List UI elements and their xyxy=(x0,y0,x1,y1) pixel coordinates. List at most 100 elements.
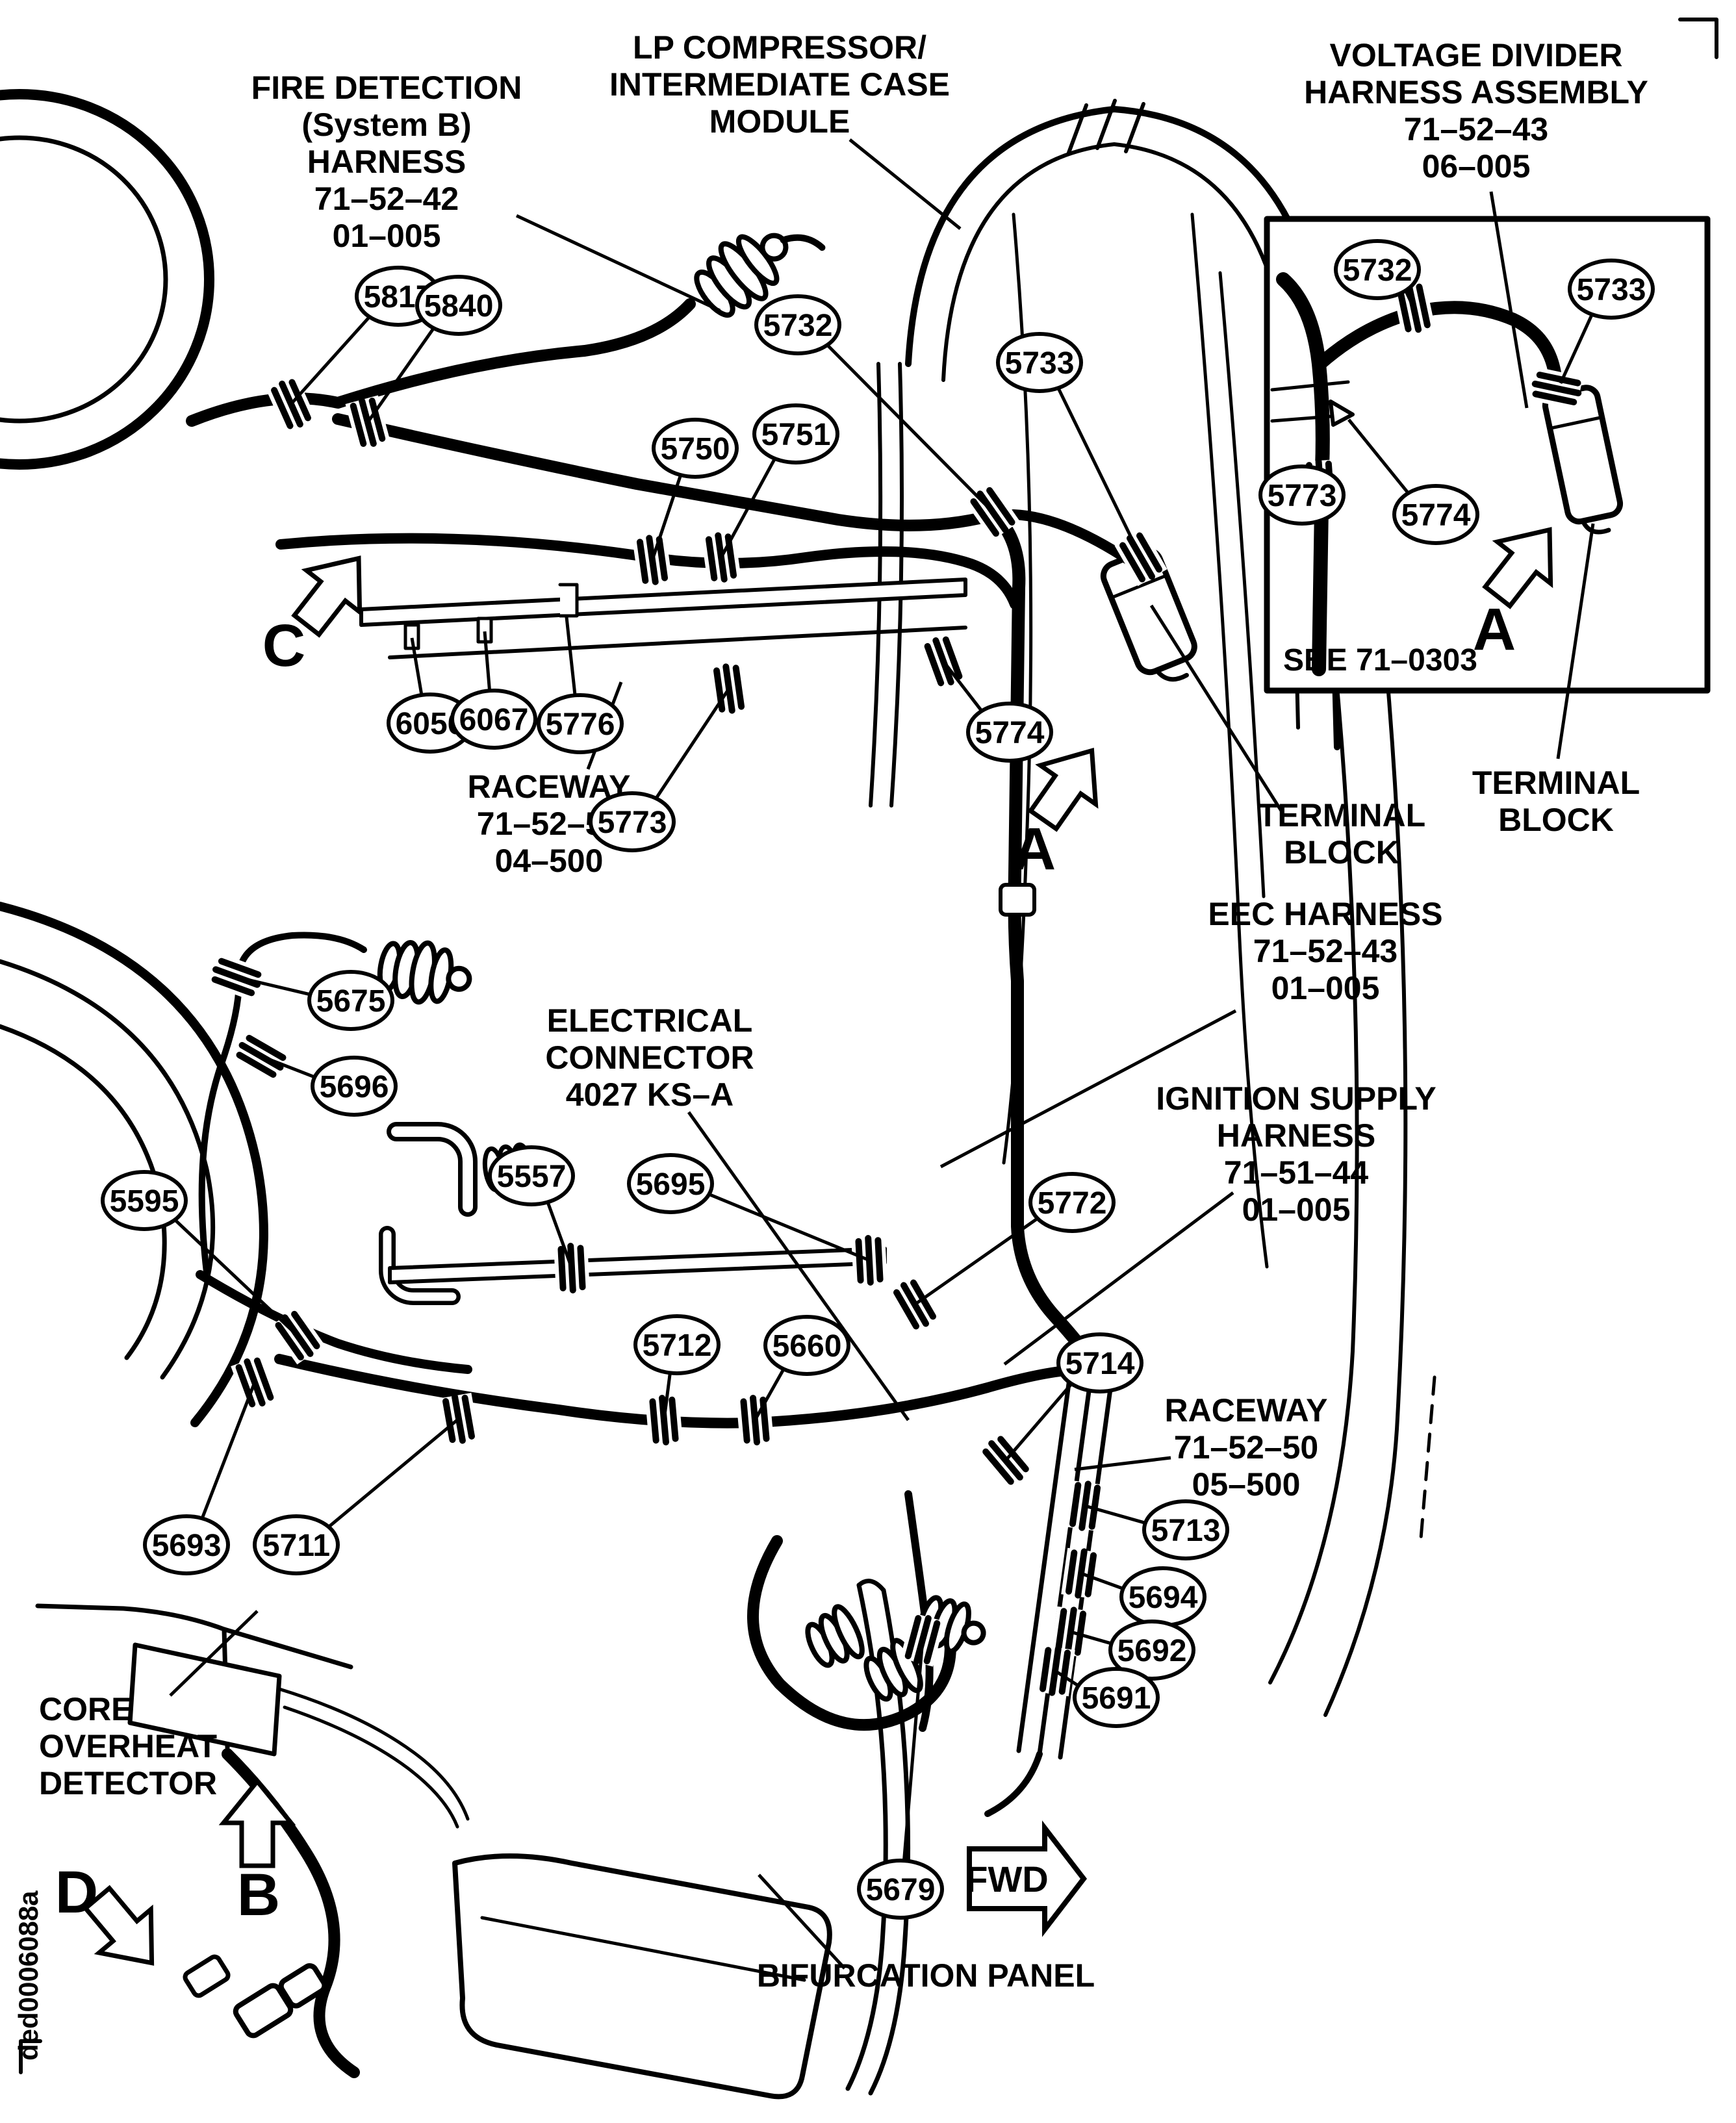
label-fire-detection-line: FIRE DETECTION xyxy=(251,70,522,106)
leader-line xyxy=(546,1202,574,1269)
leader-line xyxy=(290,316,370,405)
callout-5773: 5773 xyxy=(589,687,731,852)
callout-5776: 5776 xyxy=(537,617,624,754)
label-ignition-supply-line: IGNITION SUPPLY xyxy=(1156,1080,1436,1117)
leader-line xyxy=(1074,1456,1171,1471)
label-fire-detection-line: 01–005 xyxy=(333,218,441,254)
callout-oval xyxy=(450,689,537,750)
callout-oval xyxy=(1258,464,1346,526)
callout-number: 5595 xyxy=(110,1184,179,1219)
callout-number: 5733 xyxy=(1577,273,1646,307)
callout-number: 5732 xyxy=(763,309,833,343)
callout-number: 5772 xyxy=(1038,1186,1107,1221)
callout-number: 5774 xyxy=(1401,498,1471,533)
callout-oval xyxy=(633,1314,721,1375)
callout-number: 5713 xyxy=(1151,1514,1221,1548)
leader-line xyxy=(174,1219,299,1337)
leader-line xyxy=(1003,1191,1234,1366)
leader-line xyxy=(655,687,731,799)
label-fire-detection-line: 71–52–42 xyxy=(314,181,459,217)
callout-5774: 5774 xyxy=(1347,418,1479,545)
callout-5774: 5774 xyxy=(942,660,1053,763)
label-core-overheat-detector-line: OVERHEAT xyxy=(39,1728,217,1764)
callout-5695: 5695 xyxy=(627,1153,870,1262)
leader-line xyxy=(1559,314,1593,385)
leader-line xyxy=(758,1874,846,1970)
label-voltage-divider-line: 06–005 xyxy=(1422,148,1531,184)
leader-line xyxy=(650,476,682,561)
callout-5733: 5733 xyxy=(996,332,1143,559)
callout-number: 5695 xyxy=(636,1167,706,1202)
leader-line xyxy=(662,1374,672,1421)
label-raceway-05-line: RACEWAY xyxy=(1165,1392,1328,1429)
callout-5732: 5732 xyxy=(754,294,994,513)
leader-line xyxy=(753,1369,785,1421)
callout-oval xyxy=(311,1056,398,1117)
label-eec-harness-line: EEC HARNESS xyxy=(1208,896,1442,932)
callout-oval xyxy=(752,403,839,464)
label-ignition-supply-line: 01–005 xyxy=(1242,1191,1351,1228)
inset-art xyxy=(1270,272,1624,676)
callout-oval xyxy=(652,418,739,479)
callout-number: 5660 xyxy=(772,1329,842,1364)
callout-number: 5750 xyxy=(661,432,730,466)
corner-mark-top-right xyxy=(1678,18,1718,59)
callout-5773: 5773 xyxy=(1258,464,1346,526)
leader-line xyxy=(169,1610,259,1697)
label-fire-detection-line: (System B) xyxy=(301,107,471,143)
label-terminal-block-right-line: BLOCK xyxy=(1498,802,1614,838)
callout-5772: 5772 xyxy=(913,1172,1116,1306)
label-electrical-connector-line: ELECTRICAL xyxy=(547,1002,753,1039)
callout-5696: 5696 xyxy=(261,1054,398,1117)
callout-5595: 5595 xyxy=(101,1170,299,1337)
callout-number: 5712 xyxy=(643,1328,712,1363)
label-core-overheat-detector-line: CORE xyxy=(39,1691,133,1727)
callout-number: 5694 xyxy=(1129,1581,1198,1615)
view-letter-a: A xyxy=(1473,596,1516,663)
label-electrical-connector-line: CONNECTOR xyxy=(545,1039,754,1076)
leader-line xyxy=(913,1217,1038,1306)
callout-5732: 5732 xyxy=(1334,239,1421,309)
callout-number: 5732 xyxy=(1343,253,1412,288)
callout-oval xyxy=(253,1514,340,1575)
callout-oval xyxy=(966,702,1053,763)
callout-oval xyxy=(1028,1172,1116,1233)
leader-line xyxy=(410,637,424,694)
callout-number: 6067 xyxy=(459,703,529,737)
leader-line xyxy=(1080,1571,1124,1590)
fwd-arrow: FWD xyxy=(965,1820,1088,1937)
callout-5840: 5840 xyxy=(366,275,502,424)
fwd-arrow-label: FWD xyxy=(965,1859,1049,1900)
leader-line xyxy=(1404,290,1416,309)
callout-oval xyxy=(754,294,841,355)
labels-layer: FIRE DETECTION(System B)HARNESS71–52–420… xyxy=(39,29,1648,1994)
callout-5557: 5557 xyxy=(488,1145,575,1269)
callout-oval xyxy=(627,1153,714,1214)
callout-5675: 5675 xyxy=(236,970,394,1031)
label-eec-harness-line: 71–52–43 xyxy=(1253,933,1398,969)
label-lp-compressor-line: INTERMEDIATE CASE xyxy=(609,66,950,103)
label-lp-compressor-line: LP COMPRESSOR/ xyxy=(633,29,926,66)
callout-number: 5733 xyxy=(1005,346,1075,381)
leader-line xyxy=(1070,1630,1112,1646)
callout-number: 5840 xyxy=(424,289,494,324)
callout-oval xyxy=(488,1145,575,1206)
callout-number: 5774 xyxy=(975,716,1045,750)
callout-5712: 5712 xyxy=(633,1314,721,1421)
leader-line xyxy=(942,660,983,711)
label-bifurcation-panel: BIFURCATION PANEL xyxy=(757,1874,1095,1994)
callout-5694: 5694 xyxy=(1080,1566,1206,1627)
leader-line xyxy=(565,617,577,694)
callout-oval xyxy=(589,791,676,852)
leader-line xyxy=(849,138,962,230)
leader-line xyxy=(483,631,491,690)
label-raceway-04-line: 04–500 xyxy=(495,843,604,879)
